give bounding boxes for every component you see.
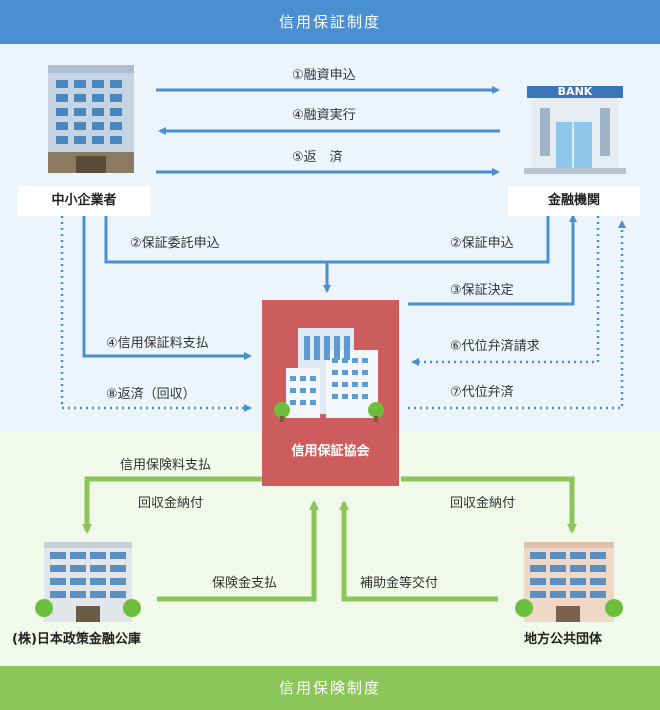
- jfc-label: (株)日本政策金融公庫: [12, 632, 141, 647]
- collection-payment-right-arrow: [401, 476, 577, 534]
- flow-label-guarantee-application: ②保証申込: [450, 236, 514, 251]
- flow-label-guarantee-fee: ④信用保証料支払: [106, 336, 209, 351]
- bank-building-icon: [524, 86, 626, 174]
- insurance-fee-arrow: [82, 476, 262, 534]
- local-gov-building-icon: [515, 542, 623, 622]
- flow-label-collection-left: 回収金納付: [138, 496, 204, 511]
- flow-label-subrogation: ⑦代位弁済: [450, 385, 514, 400]
- guarantee-fee-arrow: [82, 216, 252, 360]
- subrogation-request-arrow: [411, 216, 600, 366]
- bank-label: 金融機関: [508, 186, 640, 216]
- header-title: 信用保証制度: [278, 13, 381, 31]
- bank-sign: BANK: [558, 85, 593, 98]
- flow-label-subsidy: 補助金等交付: [360, 576, 439, 591]
- sme-label: 中小企業者: [18, 186, 150, 216]
- flow-label-loan-application: ①融資申込: [292, 68, 356, 83]
- footer-band: 信用保険制度: [0, 666, 660, 710]
- insurance-payment-arrow: [157, 500, 319, 602]
- flow-label-collection-right: 回収金納付: [450, 496, 516, 511]
- flow-label-insurance-payment: 保険金支払: [212, 576, 278, 591]
- sme-building-icon: [48, 65, 134, 173]
- flow-label-subrogation-request: ⑥代位弁済請求: [450, 339, 540, 354]
- subsidy-arrow: [339, 500, 498, 602]
- flow-label-guarantee-decision: ③保証決定: [450, 283, 514, 298]
- guarantee-decision-arrow: [408, 214, 577, 306]
- jfc-building-icon: [35, 542, 141, 622]
- flow-label-repayment-collection: ⑧返済（回収）: [106, 387, 196, 402]
- footer-title: 信用保険制度: [278, 679, 381, 697]
- flow-label-repayment: ⑤返 済: [292, 150, 343, 165]
- repayment-collection-arrow: [60, 216, 252, 412]
- local-gov-label: 地方公共団体: [524, 632, 603, 647]
- guarantee-association-label: 信用保証協会: [291, 444, 370, 459]
- flow-label-guarantee-entrust: ②保証委託申込: [130, 236, 220, 251]
- flow-label-insurance-fee: 信用保険料支払: [120, 458, 212, 473]
- guarantee-association-building-icon: [274, 328, 384, 422]
- subrogation-payment-arrow: [408, 220, 626, 410]
- flow-label-loan-execution: ④融資実行: [292, 108, 356, 123]
- header-band: 信用保証制度: [0, 0, 660, 44]
